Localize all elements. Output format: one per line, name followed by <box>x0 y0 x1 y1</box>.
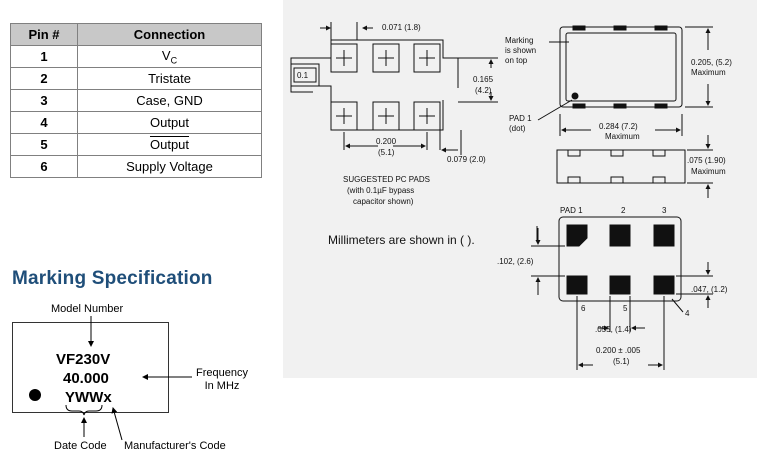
pad-top-3 <box>413 43 441 73</box>
frequency-label-line1: Frequency <box>196 367 248 379</box>
table-row: 2 Tristate <box>10 67 262 90</box>
pin-header: Pin # <box>10 23 78 46</box>
pad-bot-2 <box>372 101 400 131</box>
pad-span-mm: (5.1) <box>378 148 395 157</box>
pads-caption-3: capacitor shown) <box>353 197 414 206</box>
vert-dim: .102, (2.6) <box>497 257 534 266</box>
pad-bot-3 <box>413 101 441 131</box>
pad1-label: PAD 1 <box>509 114 532 123</box>
bottom-pad4-label: 4 <box>685 309 690 318</box>
mfr-code-arrow <box>111 407 123 441</box>
bottom-pad2-label: 2 <box>621 206 626 215</box>
bottom-pad1-label: PAD 1 <box>560 206 583 215</box>
pitch-dim: 0.200 ± .005 <box>596 346 641 355</box>
model-number-label: Model Number <box>51 303 124 315</box>
table-row: 6 Supply Voltage <box>10 155 262 178</box>
bottom-pad5-label: 5 <box>623 304 628 313</box>
pad-top-2 <box>372 43 400 73</box>
table-row: 3 Case, GND <box>10 89 262 112</box>
package-bottom <box>558 216 682 302</box>
mechanical-drawing: 0.071 (1.8) 0.1 0.165 (4.2) 0.200 (5.1) … <box>283 0 757 378</box>
pin-table: Pin # Connection 1 VC 2 Tristate 3 Case,… <box>10 23 262 178</box>
mm-note: Millimeters are shown in ( ). <box>328 233 475 247</box>
row-gap-dim: 0.165 <box>473 75 494 84</box>
marking-note-3: on top <box>505 56 528 65</box>
pin-connection: Case, GND <box>77 89 262 112</box>
row-gap-mm: (4.2) <box>475 86 492 95</box>
pad-width-dim: 0.1 <box>297 71 309 80</box>
connection-subscript: C <box>170 55 178 66</box>
pad-pitch-dim: 0.071 (1.8) <box>382 23 421 32</box>
pad-bot-1 <box>330 101 358 131</box>
pad-span-dim: 0.200 <box>376 137 397 146</box>
width-max: Maximum <box>605 132 640 141</box>
pitch-mm: (5.1) <box>613 357 630 366</box>
marking-note-1: Marking <box>505 36 534 45</box>
manufacturer-code-label: Manufacturer's Code <box>124 440 226 452</box>
connection-header: Connection <box>77 23 262 46</box>
date-code-brace <box>65 404 103 416</box>
marking-note-2: is shown <box>505 46 537 55</box>
pads-caption-1: SUGGESTED PC PADS <box>343 175 430 184</box>
height-dim: 0.205, (5.2) <box>691 58 732 67</box>
bottom-pad3-label: 3 <box>662 206 667 215</box>
pad-top-1 <box>330 43 358 73</box>
marking-arrows <box>65 316 192 441</box>
marking-spec-title: Marking Specification <box>12 268 213 289</box>
height-max: Maximum <box>691 68 726 77</box>
thickness-dim: .075 (1.90) <box>687 156 726 165</box>
date-code-label: Date Code <box>54 440 107 452</box>
connection-text: Output <box>149 137 190 152</box>
frequency-text: 40.000 <box>63 370 109 387</box>
pad-offset-dim: 0.079 (2.0) <box>447 155 486 164</box>
pin1-dot <box>29 389 41 401</box>
pad1-dot-label: (dot) <box>509 124 526 133</box>
thickness-max: Maximum <box>691 167 726 176</box>
pad-height-dim: .047, (1.2) <box>691 285 728 294</box>
pin-connection: Tristate <box>77 67 262 90</box>
bottom-pad6-label: 6 <box>581 304 586 313</box>
drawing-lines <box>290 22 713 370</box>
width-dim: 0.284 (7.2) <box>599 122 638 131</box>
pin-connection: Supply Voltage <box>77 155 262 178</box>
frequency-label-line2: In MHz <box>204 380 240 392</box>
table-header-row: Pin # Connection <box>10 23 262 46</box>
pad-width-bottom-dim: .055, (1.4) <box>595 325 632 334</box>
table-row: 5 Output <box>10 133 262 156</box>
connection-text: V <box>161 47 171 63</box>
table-row: 4 Output <box>10 111 262 134</box>
code-text: YWWx <box>65 389 112 406</box>
model-number-text: VF230V <box>56 351 111 368</box>
pads-caption-2: (with 0.1µF bypass <box>347 186 415 195</box>
